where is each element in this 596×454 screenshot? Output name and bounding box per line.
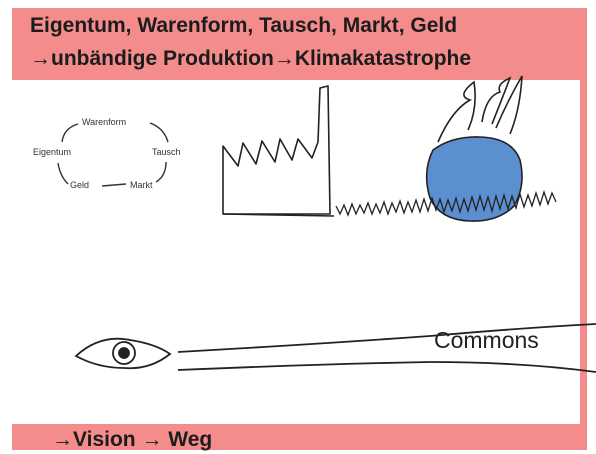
fire-sketch [438,76,522,142]
cycle-arrow-3 [156,162,166,182]
commons-label: Commons [434,327,539,353]
cycle-label-geld: Geld [70,180,89,190]
cycle-arrow-1 [62,124,78,142]
cycle-arrow-2 [150,123,168,142]
cycle-label-markt: Markt [130,180,153,190]
eye-sketch [76,339,170,369]
cycle-label-eigentum: Eigentum [33,147,71,157]
cycle-label-tausch: Tausch [152,147,181,157]
factory-sketch [223,86,334,216]
footer-caption: →Vision → Weg [52,428,212,452]
cycle-arrow-5 [58,163,68,184]
cycle-arrow-4 [102,184,126,186]
cycle-label-warenform: Warenform [82,117,126,127]
commodity-cycle: Warenform Eigentum Tausch Geld Markt [33,117,181,190]
